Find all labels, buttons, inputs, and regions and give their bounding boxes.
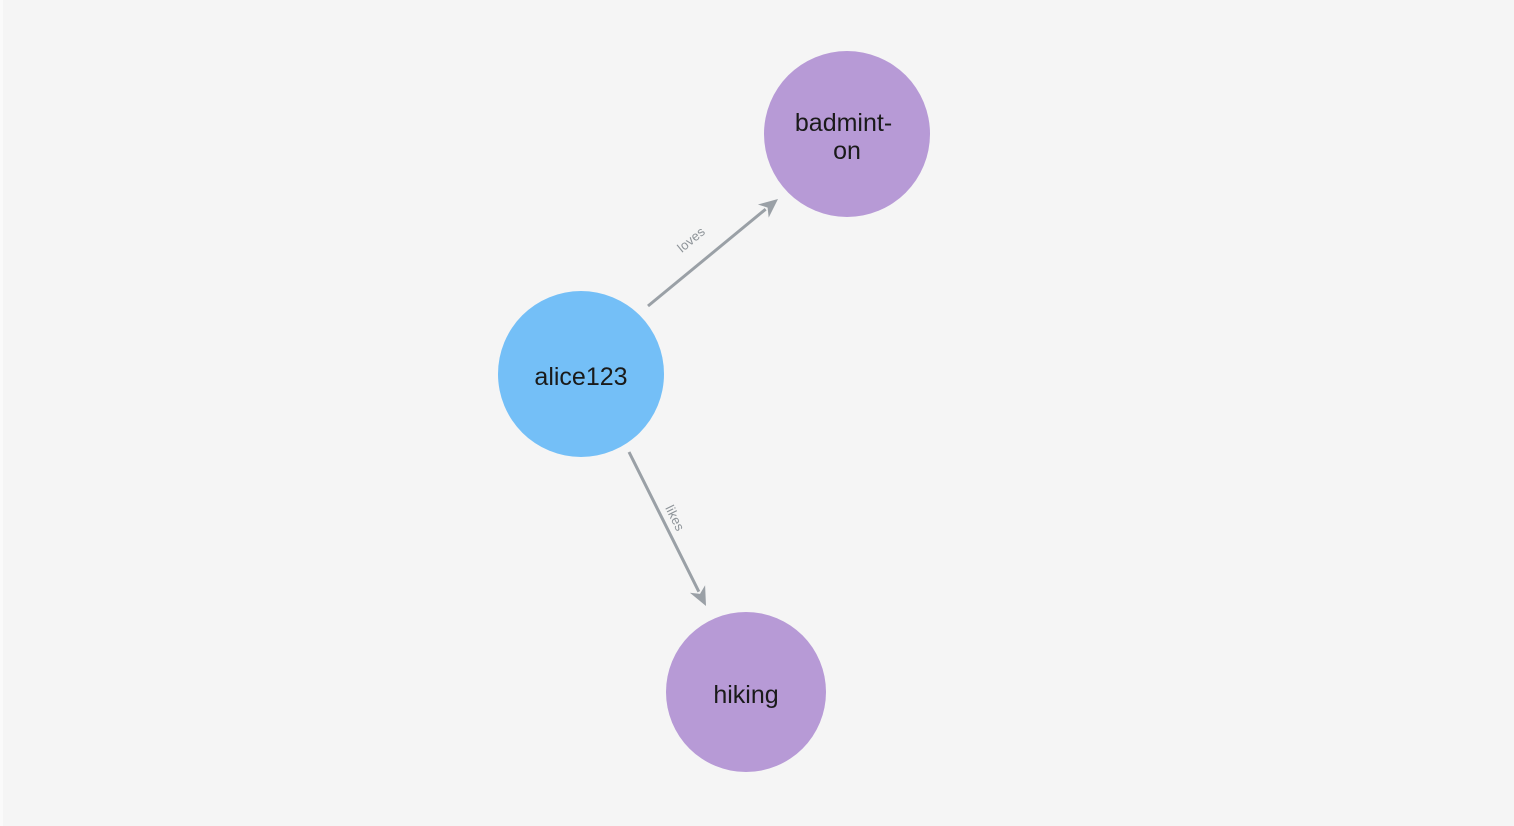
node-badminton[interactable]: badmint- on — [764, 51, 930, 217]
canvas-left-edge-strip — [0, 0, 3, 826]
edge-alice123-likes-hiking[interactable]: likes — [627, 451, 706, 606]
node-circle-badminton[interactable] — [764, 51, 930, 217]
edge-label-loves: loves — [674, 224, 708, 256]
node-circle-hiking[interactable] — [666, 612, 826, 772]
arrowhead-icon — [689, 585, 706, 606]
arrowhead-icon — [757, 199, 778, 218]
node-label-line: hiking — [713, 681, 778, 709]
node-hiking[interactable]: hiking — [666, 612, 826, 772]
node-label-line: badmint- — [795, 109, 892, 137]
node-label-hiking: hiking — [713, 681, 778, 709]
node-label-alice123: alice123 — [534, 363, 627, 391]
node-circle-alice123[interactable] — [498, 291, 664, 457]
edge-line-main — [647, 208, 767, 308]
node-layer: badmint- on alice123 hiking — [498, 51, 930, 772]
edge-line-main — [627, 451, 701, 593]
node-label-badminton: badmint- on — [795, 109, 899, 165]
node-alice123[interactable]: alice123 — [498, 291, 664, 457]
node-label-line: on — [833, 137, 861, 165]
edge-alice123-loves-badminton[interactable]: loves — [647, 199, 778, 308]
node-label-line: alice123 — [534, 363, 627, 391]
